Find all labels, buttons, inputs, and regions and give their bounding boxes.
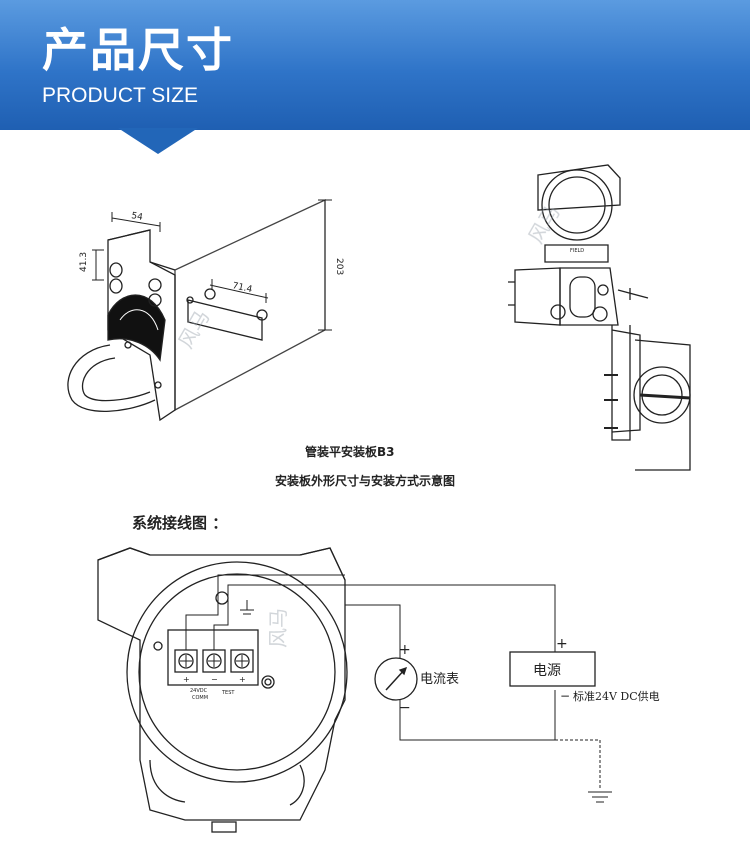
watermark-1: 风马 xyxy=(524,201,565,248)
terminal-test: TEST xyxy=(221,690,235,696)
page-title: 产品尺寸 xyxy=(42,23,234,77)
mounting-bracket-drawing xyxy=(67,198,332,422)
wiring-diagram xyxy=(97,547,612,833)
header-banner xyxy=(0,0,750,130)
page-subtitle: PRODUCT SIZE xyxy=(42,84,198,107)
dim-height: 203 xyxy=(334,258,344,275)
dim-hole: 41.3 xyxy=(79,252,89,272)
transmitter-drawing xyxy=(508,164,691,471)
mounting-caption-1: 管装平安装板B3 xyxy=(305,444,395,459)
meter-plus: + xyxy=(399,642,411,658)
power-plus: + xyxy=(556,636,568,652)
mounting-caption-2: 安装板外形尺寸与安装方式示意图 xyxy=(275,473,455,488)
terminal-comm: COMM xyxy=(192,695,208,701)
watermark-2: 风马 xyxy=(174,306,215,353)
terminal-minus: − xyxy=(211,675,218,684)
header-notch xyxy=(118,128,198,154)
power-minus: − xyxy=(560,689,570,703)
meter-label: 电流表 xyxy=(420,672,459,687)
dim-width: 54 xyxy=(130,211,143,223)
power-label: 电源 xyxy=(533,663,561,679)
terminal-plus-1: + xyxy=(183,675,190,684)
meter-minus: − xyxy=(399,700,411,716)
watermark-3: 风马 xyxy=(266,608,290,648)
field-label: FIELD xyxy=(570,248,584,254)
terminal-24vdc: 24VDC xyxy=(190,688,208,694)
wiring-title: 系统接线图 ： xyxy=(132,514,227,532)
power-note: 标准24V DC供电 xyxy=(573,689,660,703)
terminal-plus-2: + xyxy=(239,675,246,684)
dim-spacing: 71.4 xyxy=(231,281,253,295)
